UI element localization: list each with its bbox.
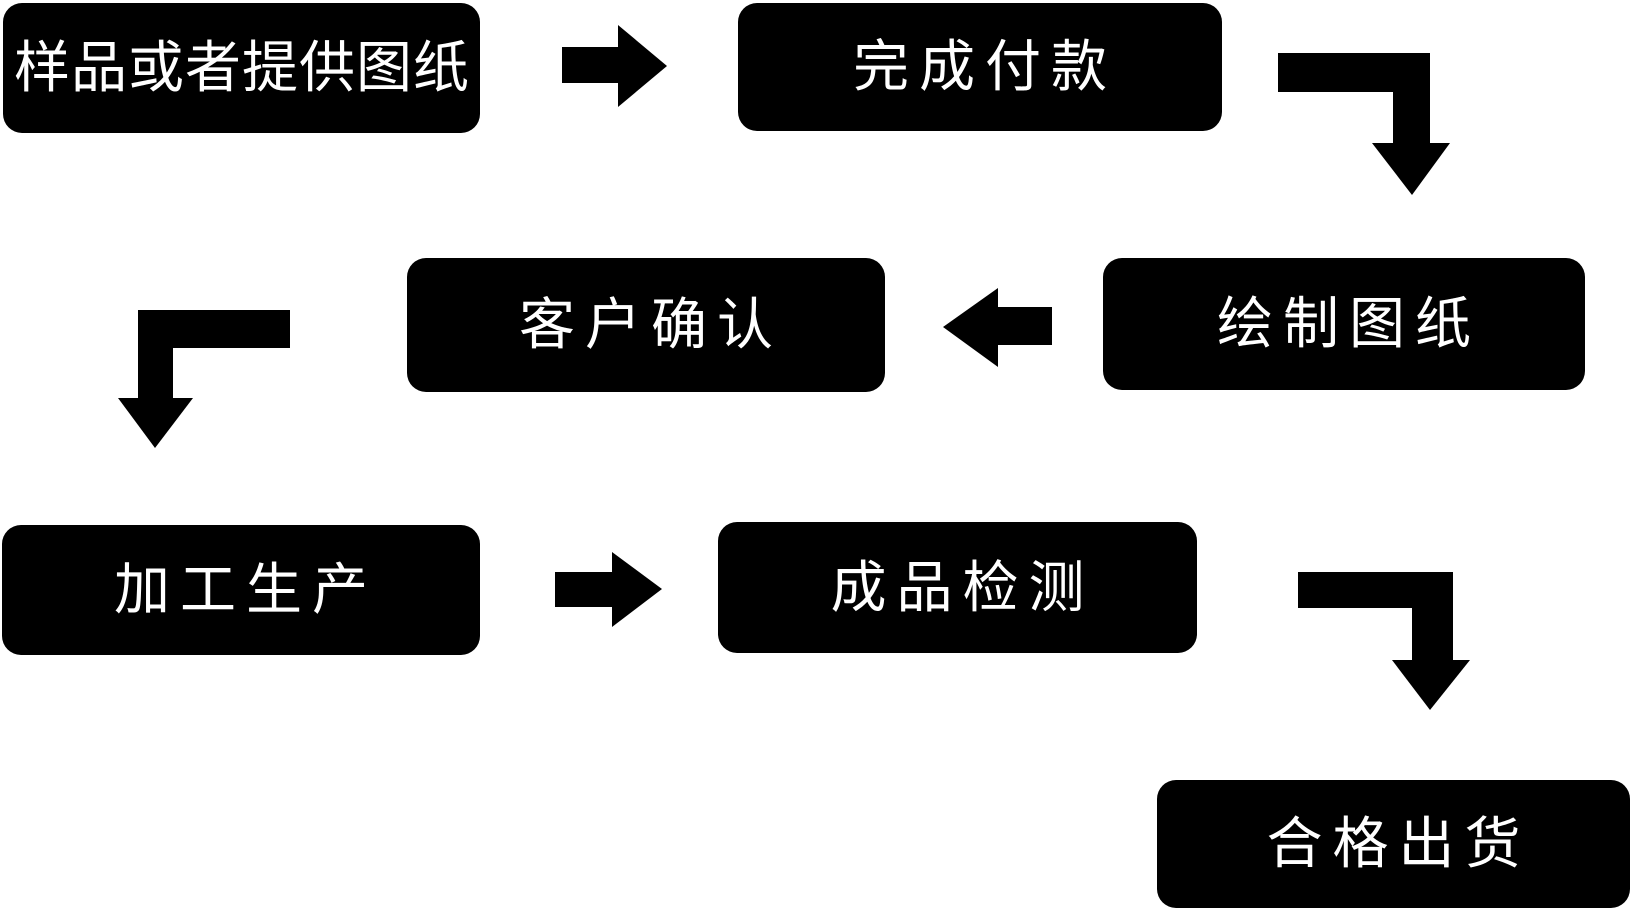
arrow-left-icon bbox=[943, 288, 1052, 367]
flow-node-label: 完成付款 bbox=[853, 35, 1117, 98]
arrow-right-icon bbox=[562, 25, 667, 107]
flow-node-customer-confirm: 客户确认 bbox=[407, 258, 885, 392]
arrow-right-icon bbox=[555, 552, 662, 627]
flow-node-production: 加工生产 bbox=[2, 525, 480, 655]
arrow-elbow-down-left-icon bbox=[118, 310, 290, 448]
flow-node-payment: 完成付款 bbox=[738, 3, 1222, 131]
flow-node-label: 绘制图纸 bbox=[1217, 292, 1481, 355]
flow-node-shipment: 合格出货 bbox=[1157, 780, 1630, 908]
flow-node-label: 加工生产 bbox=[114, 558, 378, 621]
flow-node-inspection: 成品检测 bbox=[718, 522, 1197, 653]
flow-node-label: 成品检测 bbox=[830, 555, 1095, 619]
arrow-elbow-down-right-icon bbox=[1298, 572, 1470, 710]
flow-node-label: 客户确认 bbox=[519, 293, 783, 356]
flow-node-sample-or-drawing: 样品或者提供图纸 bbox=[3, 3, 480, 133]
arrow-elbow-down-right-icon bbox=[1278, 53, 1450, 195]
flow-node-label: 样品或者提供图纸 bbox=[14, 36, 470, 99]
flow-node-label: 合格出货 bbox=[1266, 812, 1531, 875]
flow-node-draw-drawing: 绘制图纸 bbox=[1103, 258, 1585, 390]
